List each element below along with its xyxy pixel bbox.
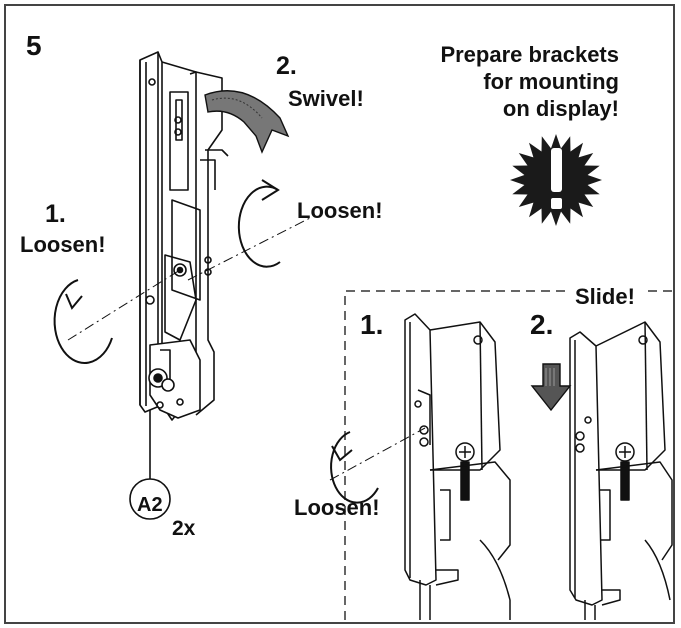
rotation-arrow-icon: [329, 427, 426, 504]
slide-label: Slide!: [571, 286, 639, 308]
rotation-arrow-icon: [187, 179, 311, 281]
part-quantity: 2x: [172, 517, 196, 540]
inset-bracket-1: [404, 313, 511, 620]
instruction-heading: Prepare brackets for mounting on display…: [359, 42, 619, 122]
heading-line-2: for mounting: [483, 68, 619, 94]
inset-step-2-number: 2.: [530, 309, 554, 340]
bracket-assembly: [139, 51, 229, 480]
curved-arrow-icon: [204, 90, 290, 154]
loosen-step-number: 1.: [45, 200, 66, 228]
inset-bracket-2: [569, 321, 673, 620]
inset-frame: [344, 290, 675, 620]
exclamation-starburst-icon: [510, 134, 602, 226]
inset-step-1-number: 1.: [360, 309, 384, 340]
step-number: 5: [26, 30, 42, 61]
rotation-arrow-icon: [53, 269, 181, 364]
swivel-label: Swivel!: [288, 86, 364, 111]
loosen-right-label: Loosen!: [297, 198, 383, 223]
heading-line-3: on display!: [502, 95, 619, 121]
panel-border: [4, 4, 675, 624]
down-arrow-icon: [530, 363, 572, 412]
part-id: A2: [137, 494, 163, 516]
inset-loosen-label: Loosen!: [294, 495, 380, 520]
swivel-step-number: 2.: [276, 52, 297, 80]
loosen-left-label: Loosen!: [20, 232, 106, 257]
heading-line-1: Prepare brackets: [440, 42, 619, 67]
part-callout-circle: [129, 478, 171, 520]
